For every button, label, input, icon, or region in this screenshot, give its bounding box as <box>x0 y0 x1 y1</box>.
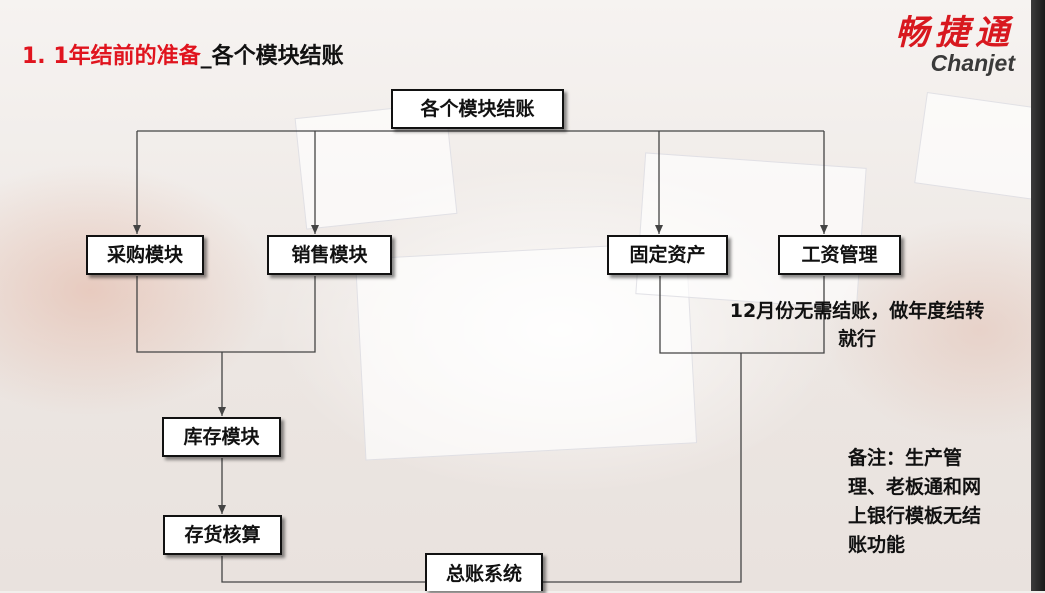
inventory-accounting-to-ledger <box>221 556 426 583</box>
remark-note: 备注：生产管理、老板通和网上银行模板无结账功能 <box>848 447 982 556</box>
node-sales: 销售模块 <box>267 235 392 275</box>
year-end-note: 12月份无需结账，做年度结转 就行 <box>697 297 1017 353</box>
slide-edge <box>1031 0 1045 591</box>
slide-title-red: 1. 1年结前的准备 <box>22 44 201 69</box>
node-root: 各个模块结账 <box>391 89 564 129</box>
logo-chinese: 畅捷通 <box>895 13 1015 53</box>
node-inventory-accounting: 存货核算 <box>163 515 282 555</box>
purchase-sales-merge <box>136 276 316 353</box>
year-end-note-line2: 就行 <box>837 328 876 350</box>
slide-title: 1. 1年结前的准备_各个模块结账 <box>22 38 344 70</box>
assets-payroll-to-ledger <box>542 353 742 583</box>
node-purchase: 采购模块 <box>86 235 204 275</box>
node-payroll: 工资管理 <box>778 235 901 275</box>
chanjet-logo: 畅捷通 Chanjet <box>895 13 1015 76</box>
node-general-ledger: 总账系统 <box>425 553 543 591</box>
slide-title-dark: _各个模块结账 <box>200 44 344 69</box>
logo-english: Chanjet <box>930 50 1015 76</box>
year-end-note-line1: 12月份无需结账，做年度结转 <box>729 300 985 322</box>
node-inventory: 库存模块 <box>162 417 281 457</box>
node-fixed-assets: 固定资产 <box>607 235 728 275</box>
assets-payroll-merge <box>659 276 825 354</box>
